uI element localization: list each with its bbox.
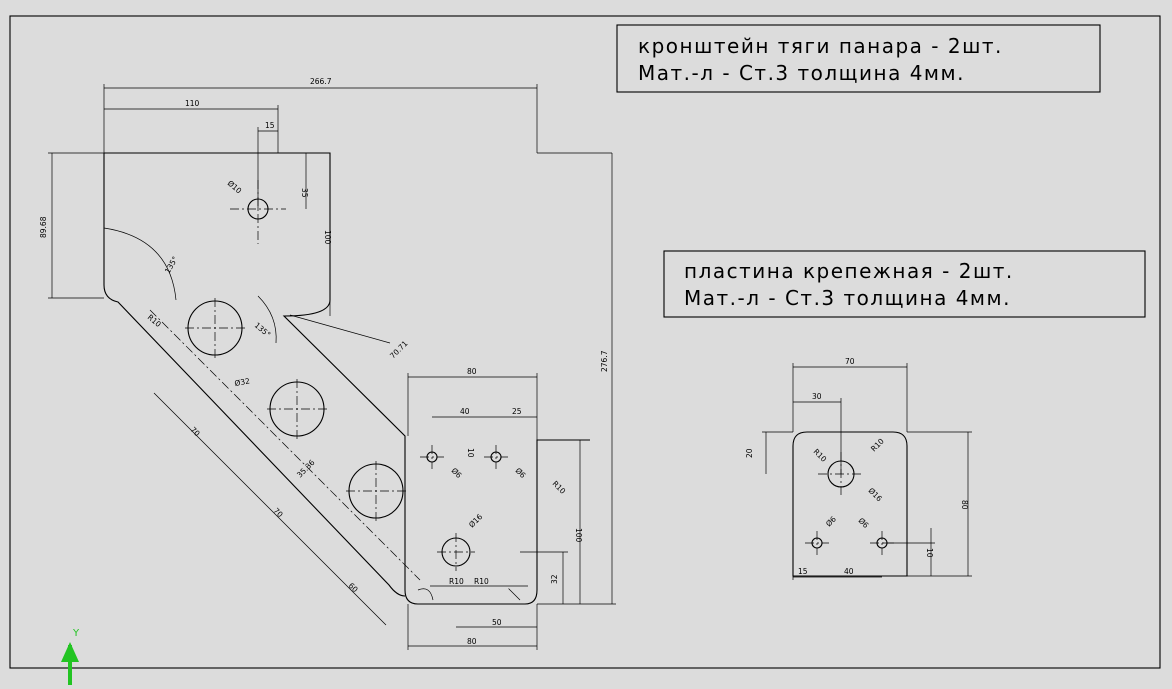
bracket-part: [48, 84, 616, 650]
plate-dim-radius-right: R10: [869, 436, 886, 453]
bracket-dimensions: 266.7 110 15 89.68 35 100 276.7 Ø10 135°…: [39, 77, 609, 646]
bracket-note: кронштейн тяги панара - 2шт. Мат.-л - Ст…: [616, 24, 1101, 93]
plate-dim-hole-x: 30: [812, 392, 822, 401]
dim-small-hole-b: Ø6: [514, 466, 528, 480]
dim-diag-offset: 35.36: [295, 458, 317, 480]
plate-dim-hole-y: 20: [745, 448, 754, 458]
dim-diag-end: 60: [347, 581, 360, 594]
dim-lower-width: 80: [467, 367, 477, 376]
dim-lower-height: 100: [574, 528, 583, 543]
dim-diag-width: 70.71: [388, 339, 410, 361]
dim-top-right-height: 100: [323, 230, 332, 245]
bracket-note-box: [616, 24, 1101, 93]
plate-note: пластина крепежная - 2шт. Мат.-л - Ст.3 …: [663, 250, 1146, 318]
bracket-outline: [104, 152, 590, 605]
ucs-axis-icon: Y: [61, 628, 80, 685]
dim-bottom-radius-right: R10: [474, 577, 489, 586]
dim-overall-width: 266.7: [310, 77, 332, 86]
dim-overall-height: 276.7: [600, 350, 609, 372]
dim-small-hole: Ø10: [226, 179, 244, 196]
plate-dim-radius-left: R10: [812, 447, 829, 464]
plate-outline: [792, 431, 908, 577]
dim-bottom-width: 80: [467, 637, 477, 646]
dim-lower-hole: Ø16: [467, 512, 484, 529]
plate-note-line2: Мат.-л - Ст.3 толщина 4мм.: [684, 286, 1011, 310]
dim-hole-offset-y: 35: [300, 188, 309, 198]
dim-top-width: 110: [185, 99, 200, 108]
bracket-note-line2: Мат.-л - Ст.3 толщина 4мм.: [638, 61, 965, 85]
plate-note-box: [663, 250, 1146, 318]
plate-dim-height: 80: [960, 500, 969, 510]
plate-dim-center-hole: Ø16: [867, 486, 884, 503]
plate-dim-small-hole-left: Ø6: [824, 514, 838, 528]
dim-hole-offset-x: 15: [265, 121, 275, 130]
dim-lower-hole-height: 32: [550, 574, 559, 584]
dim-lower-corner-radius: R10: [551, 479, 568, 496]
bracket-note-line1: кронштейн тяги панара - 2шт.: [638, 34, 1003, 58]
dim-small-hole-a: Ø6: [450, 466, 464, 480]
dim-diag-pitch-2: 70: [272, 506, 285, 519]
dim-top-height: 89.68: [39, 216, 48, 238]
plate-note-line1: пластина крепежная - 2шт.: [684, 259, 1014, 283]
plate-dim-small-hole-right: Ø6: [857, 516, 871, 530]
dim-hole-pitch: 40: [460, 407, 470, 416]
drawing-frame: [9, 15, 1161, 669]
dim-bottom-radius-left: R10: [449, 577, 464, 586]
plate-part: [762, 363, 972, 580]
bracket-left-edge: [103, 153, 406, 597]
dim-big-hole: Ø32: [234, 376, 251, 388]
dim-hole-vertical: 10: [466, 448, 475, 458]
plate-dim-hole-edge: 15: [798, 567, 808, 576]
plate-dimensions: 70 30 20 R10 R10 Ø16 80 Ø6 Ø6 10 15 40: [745, 357, 969, 576]
dim-angle-1: 135°: [163, 255, 180, 275]
ucs-y-label: Y: [72, 628, 80, 639]
plate-dim-hole-bottom: 10: [925, 548, 934, 558]
dim-corner-radius: R10: [146, 313, 163, 330]
dim-angle-2: 135°: [253, 321, 273, 340]
plate-dim-width: 70: [845, 357, 855, 366]
dim-hole-edge: 25: [512, 407, 522, 416]
plate-dim-hole-pitch: 40: [844, 567, 854, 576]
dim-diag-pitch-1: 70: [189, 425, 202, 438]
dim-bottom-hole-offset: 50: [492, 618, 502, 627]
